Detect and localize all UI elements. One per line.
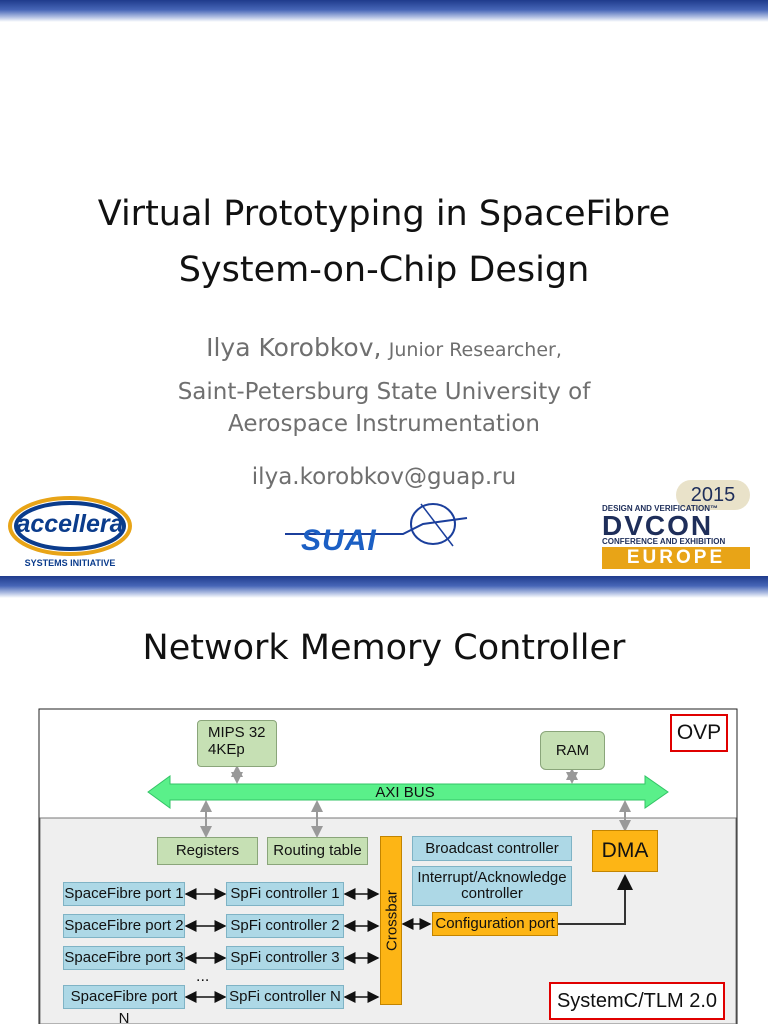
port-2: SpaceFibre port 2	[63, 914, 185, 938]
header-bar-2	[0, 576, 768, 598]
axi-bus-arrow	[147, 775, 669, 809]
systemc-label: SystemC/TLM 2.0	[549, 982, 725, 1020]
dvcon-year: 2015	[676, 480, 750, 510]
affiliation-line-1: Saint-Petersburg State University of	[177, 379, 591, 405]
dma-block: DMA	[592, 830, 658, 872]
title-line-1: Virtual Prototyping in SpaceFibre	[97, 194, 671, 234]
port-1: SpaceFibre port 1	[63, 882, 185, 906]
accellera-logo: accellera SYSTEMS INITIATIVE	[8, 496, 132, 570]
author-line: Ilya Korobkov, Junior Researcher,	[0, 332, 768, 366]
port-n: SpaceFibre port N	[63, 985, 185, 1024]
crossbar-label: Crossbar	[383, 890, 401, 951]
crossbar-block: Crossbar	[380, 836, 402, 1005]
affiliation-line-2: Aerospace Instrumentation	[228, 411, 540, 437]
suai-wordmark: SUAI	[301, 524, 377, 557]
ovp-label: OVP	[670, 714, 728, 752]
suai-logo-graphic	[285, 503, 468, 547]
broadcast-controller-block: Broadcast controller	[412, 836, 572, 861]
interrupt-line-2: controller	[461, 885, 523, 902]
header-bar	[0, 0, 768, 22]
controller-1: SpFi controller 1	[226, 882, 344, 906]
dvcon-wordmark: DVCON	[602, 510, 714, 541]
controller-2: SpFi controller 2	[226, 914, 344, 938]
axi-bus-label: AXI BUS	[375, 784, 435, 801]
content-slide: Network Memory Controller	[0, 576, 768, 1024]
email: ilya.korobkov@guap.ru	[251, 464, 517, 490]
dvcon-tagline: DESIGN AND VERIFICATION™	[602, 504, 719, 513]
routing-table-block: Routing table	[267, 837, 368, 865]
title-slide: Virtual Prototyping in SpaceFibre System…	[0, 0, 768, 570]
accellera-logo-graphic	[8, 496, 132, 556]
registers-block: Registers	[157, 837, 258, 865]
suai-logo: SUAI	[283, 496, 473, 562]
mips-line-2: 4KEp	[208, 741, 245, 758]
dvcon-conference: CONFERENCE AND EXHIBITION	[602, 537, 726, 546]
mips-line-1: MIPS 32	[208, 724, 266, 741]
interrupt-line-1: Interrupt/Acknowledge	[417, 869, 567, 886]
controller-3: SpFi controller 3	[226, 946, 344, 970]
author-name: Ilya Korobkov,	[206, 333, 382, 362]
dvcon-logo: 2015 DESIGN AND VERIFICATION™ DVCON CONF…	[602, 476, 754, 570]
ram-block: RAM	[540, 731, 605, 770]
slide2-title: Network Memory Controller	[142, 628, 626, 668]
mips-block: MIPS 32 4KEp	[197, 720, 277, 767]
interrupt-controller-block: Interrupt/Acknowledge controller	[412, 866, 572, 906]
accellera-wordmark: accellera	[16, 510, 124, 538]
configuration-port-block: Configuration port	[432, 912, 558, 936]
port-3: SpaceFibre port 3	[63, 946, 185, 970]
author-role: Junior Researcher,	[388, 339, 562, 361]
title-line-2: System-on-Chip Design	[178, 250, 590, 290]
ellipsis: ...	[196, 968, 210, 985]
controller-n: SpFi controller N	[226, 985, 344, 1009]
dvcon-europe: EUROPE	[602, 547, 750, 569]
accellera-subtitle: SYSTEMS INITIATIVE	[24, 558, 116, 568]
